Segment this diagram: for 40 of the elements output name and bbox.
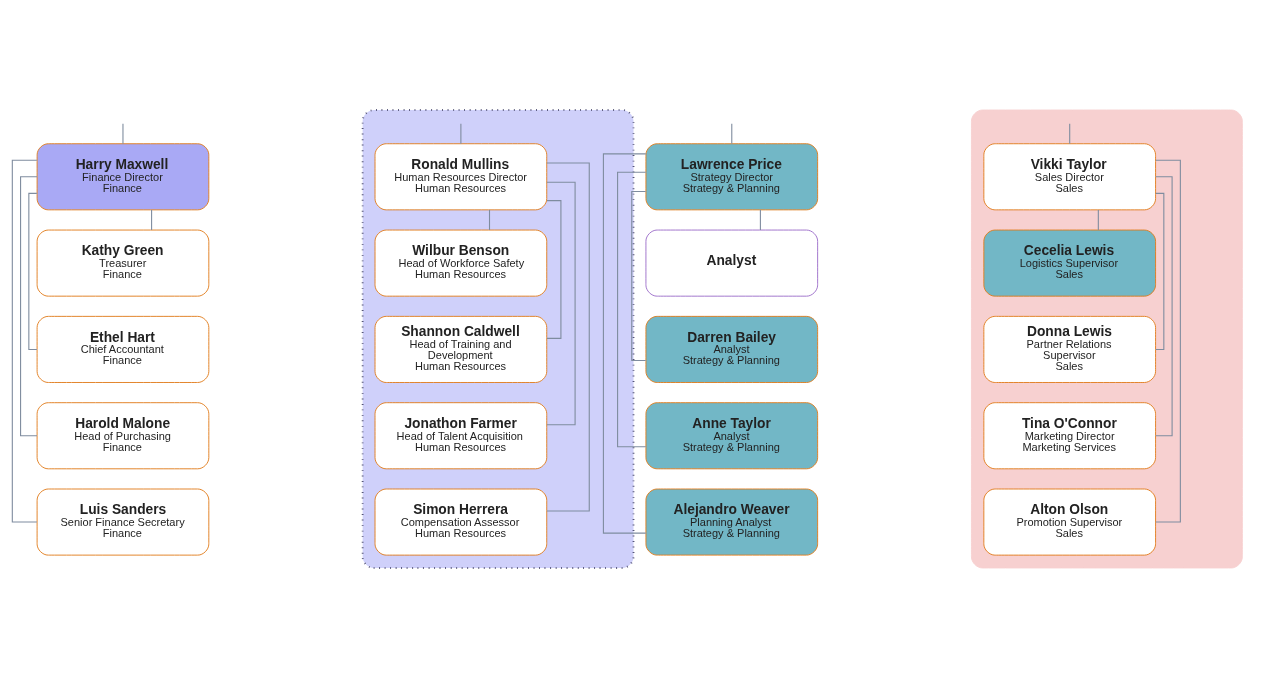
connector [546, 162, 590, 512]
connector [602, 153, 647, 534]
node-box: Wilbur Benson Head of Workforce Safety Human Resources [374, 229, 548, 297]
node-box: Simon Herrera Compensation Assessor Human Resources [374, 488, 548, 556]
node-box: Kathy Green Treasurer Finance [36, 229, 210, 297]
cluster [971, 109, 1243, 569]
connector [11, 159, 38, 523]
node-box: Cecelia Lewis Logistics Supervisor Sales [983, 229, 1156, 297]
node-box: Alejandro Weaver Planning Analyst Strategy & Planning [645, 488, 819, 556]
connector [1155, 176, 1173, 437]
node-box: Anne Taylor Analyst Strategy & Planning [645, 402, 819, 470]
connector [1155, 159, 1181, 523]
connector [731, 123, 733, 145]
node-box: Lawrence Price Strategy Director Strategy & Planning [645, 143, 819, 211]
node-box: Harold Malone Head of Purchasing Finance [36, 402, 210, 470]
connector [488, 209, 491, 231]
node-box: Ronald Mullins Human Resources Director Human Resources [374, 143, 548, 211]
cluster [361, 109, 635, 569]
connector [122, 123, 124, 145]
connector [1155, 192, 1165, 350]
node-box: Luis Sanders Senior Finance Secretary Finance [36, 488, 210, 556]
node-box: Shannon Caldwell Head of Training and Development Human Resources [374, 315, 548, 383]
connector [1097, 209, 1099, 231]
connector [20, 176, 38, 437]
connector [1069, 123, 1071, 145]
connector [460, 123, 462, 145]
node-box: Vikki Taylor Sales Director Sales [983, 143, 1156, 211]
connector [759, 209, 761, 231]
node-box: Ethel Hart Chief Accountant Finance [36, 315, 210, 383]
connector [546, 181, 576, 426]
node-box: Jonathon Farmer Head of Talent Acquisition Human Resources [374, 402, 548, 470]
connector [28, 192, 38, 350]
node-box: Analyst [645, 229, 819, 297]
node-box: Darren Bailey Analyst Strategy & Planning [645, 315, 819, 383]
node-box: Tina O'Connor Marketing Director Marketing Services [983, 402, 1156, 470]
node-box: Harry Maxwell Finance Director Finance [36, 143, 210, 211]
connector [151, 209, 153, 231]
node-box: Alton Olson Promotion Supervisor Sales [983, 488, 1156, 556]
node-box: Donna Lewis Partner Relations Supervisor Sales [983, 315, 1156, 383]
connector [617, 171, 647, 448]
